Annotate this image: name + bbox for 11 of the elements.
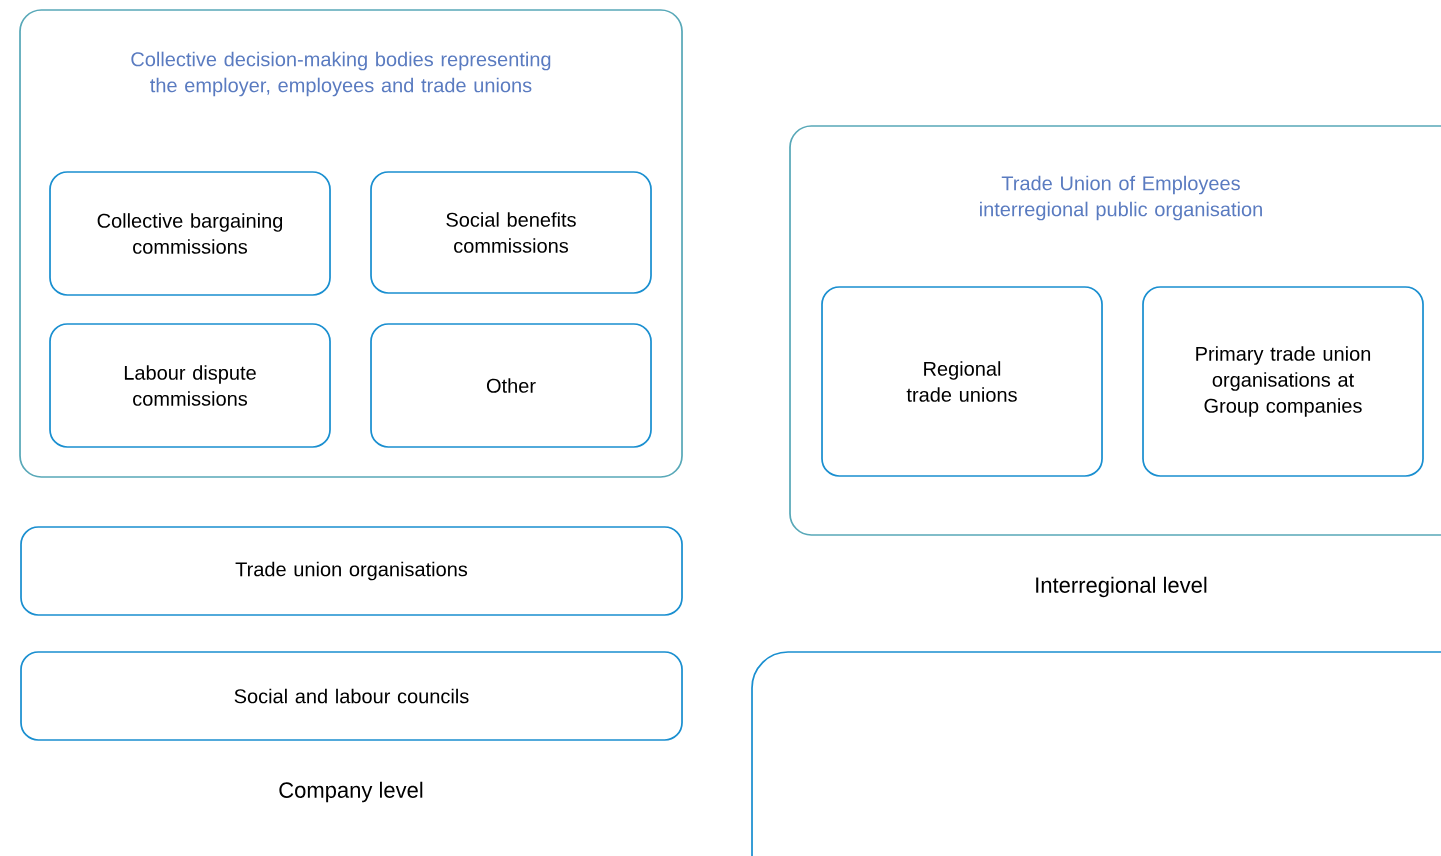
rounded-box: Primary trade union organisations at Group companies bbox=[1142, 286, 1424, 477]
rounded-box: Collective bargaining commissions bbox=[49, 171, 331, 296]
rounded-box: Social and labour councils bbox=[20, 651, 683, 741]
rounded-box: Labour dispute commissions bbox=[49, 323, 331, 448]
rounded-box: Trade union organisations bbox=[20, 526, 683, 616]
level-label: Company level bbox=[279, 781, 423, 803]
empty-box bbox=[751, 651, 1441, 856]
rounded-box: Other bbox=[370, 323, 652, 448]
level-label: Interregional level bbox=[1036, 576, 1207, 598]
rounded-box: Regional trade unions bbox=[821, 286, 1103, 477]
rounded-box: Social benefits commissions bbox=[370, 171, 652, 294]
